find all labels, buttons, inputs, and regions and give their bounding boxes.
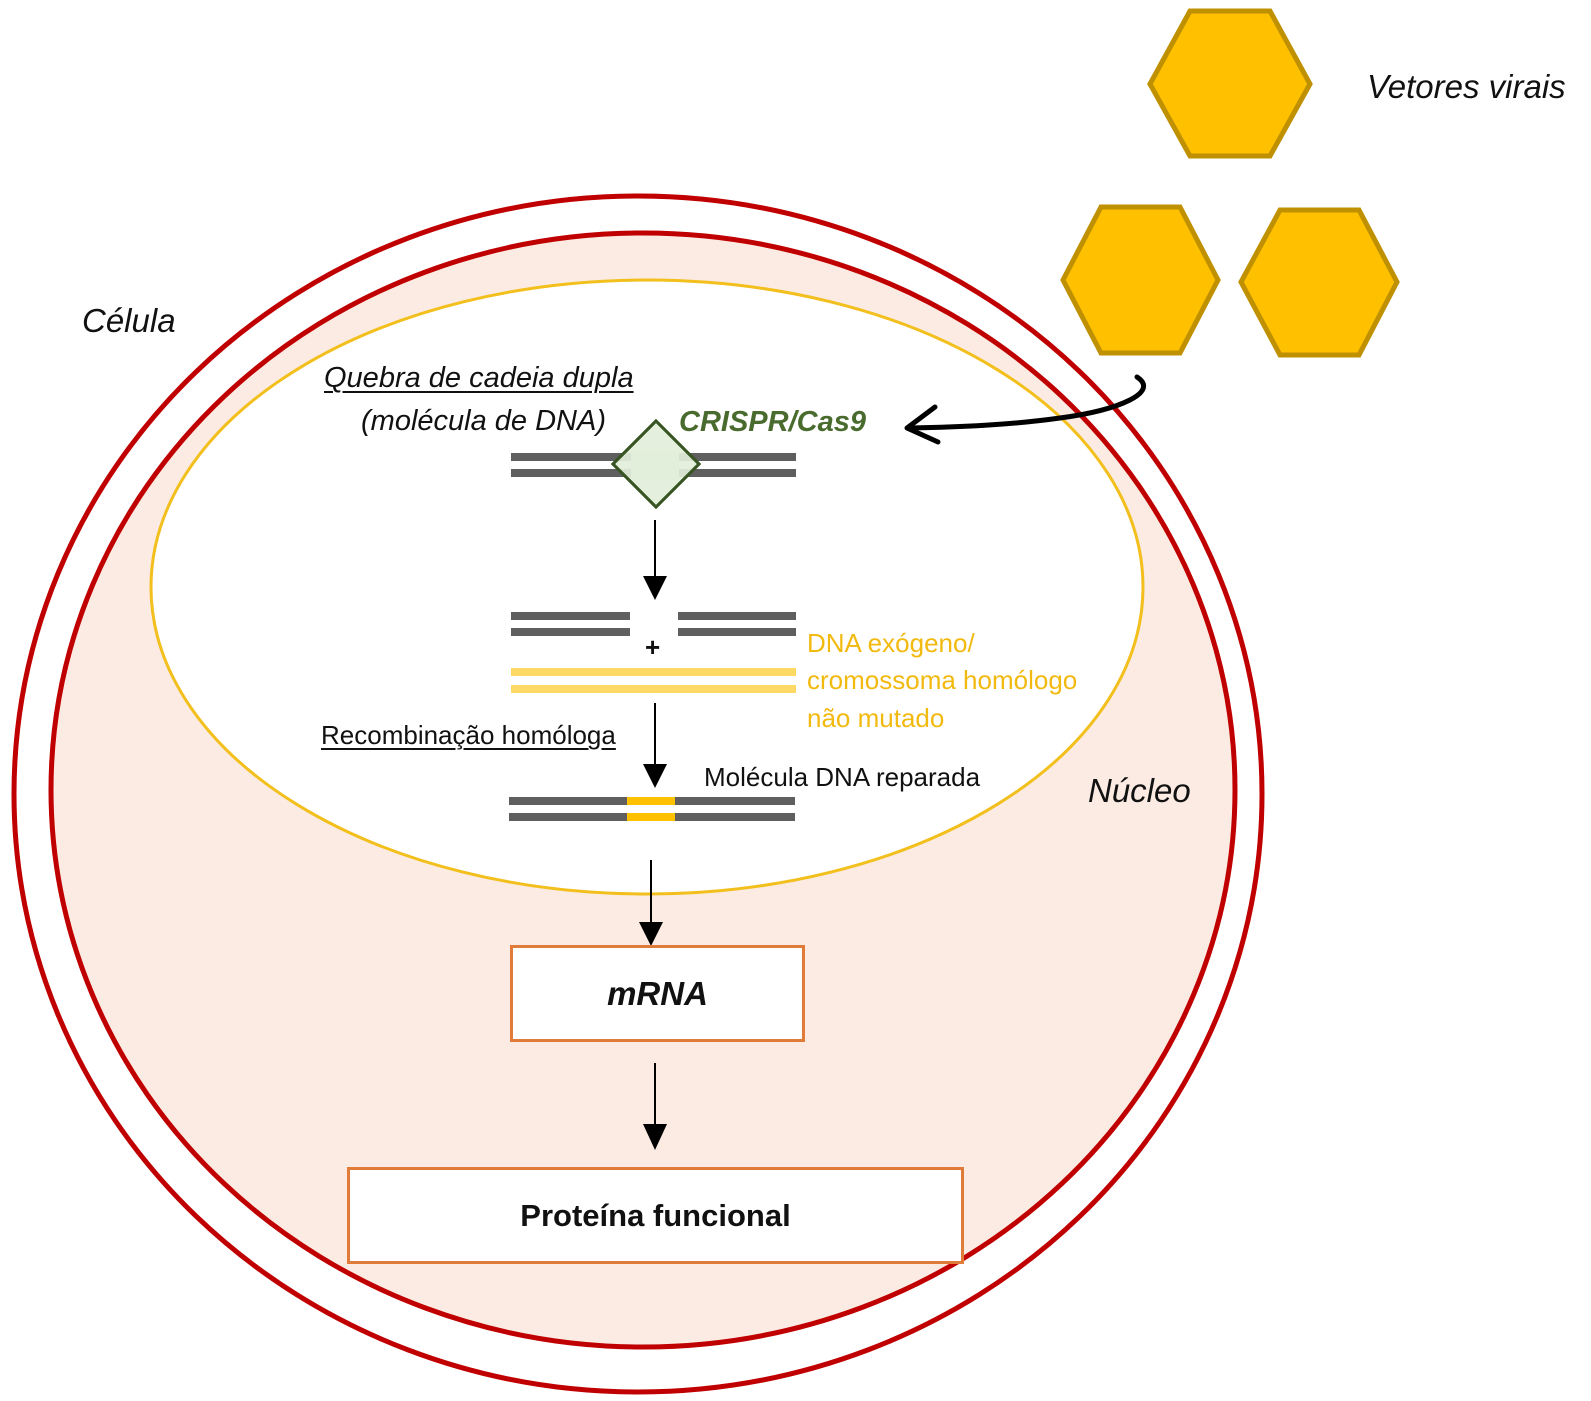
flow-arrowhead-icon bbox=[639, 922, 663, 946]
dna-strand-fragment bbox=[678, 628, 796, 636]
exogenous-dna-label-line3: não mutado bbox=[807, 703, 945, 733]
nucleus-label: Núcleo bbox=[1088, 772, 1191, 809]
dna-strand-fragment bbox=[511, 612, 630, 620]
exogenous-dna-strand bbox=[511, 668, 796, 676]
protein-label: Proteína funcional bbox=[520, 1197, 791, 1233]
protein-box: Proteína funcional bbox=[347, 1167, 964, 1264]
cell-label: Célula bbox=[82, 302, 176, 339]
repair-segment bbox=[627, 813, 675, 821]
homologous-recombination-label: Recombinação homóloga bbox=[321, 720, 616, 750]
dna-break-gap bbox=[631, 450, 679, 480]
plus-sign: + bbox=[645, 632, 661, 662]
flow-arrowhead-icon bbox=[643, 1124, 667, 1150]
exogenous-dna-label-line2: cromossoma homólogo bbox=[807, 665, 1078, 695]
dna-strand-fragment bbox=[678, 612, 796, 620]
viral-vector-hexagon bbox=[1238, 207, 1400, 358]
viral-vector-hexagon bbox=[1060, 204, 1221, 356]
viral-vectors-label: Vetores virais bbox=[1367, 68, 1566, 105]
repair-segment bbox=[627, 797, 675, 805]
delivery-arrow bbox=[907, 374, 1146, 431]
nuclear-membrane bbox=[149, 278, 1145, 896]
flow-arrowhead-icon bbox=[643, 764, 667, 788]
dna-strand-fragment bbox=[511, 628, 630, 636]
crispr-cas9-diamond-outline bbox=[610, 418, 702, 510]
delivery-arrowhead-icon bbox=[904, 404, 941, 445]
repaired-dna-label: Molécula DNA reparada bbox=[704, 762, 981, 792]
exogenous-dna-strand bbox=[511, 685, 796, 693]
crispr-cas9-label: CRISPR/Cas9 bbox=[679, 406, 866, 438]
flow-arrowhead-icon bbox=[643, 576, 667, 600]
mrna-box: mRNA bbox=[510, 945, 805, 1042]
mrna-label: mRNA bbox=[607, 974, 708, 1012]
viral-vector-hexagon bbox=[1147, 8, 1313, 159]
exogenous-dna-label-line1: DNA exógeno/ bbox=[807, 628, 975, 658]
double-strand-break-subtitle: (molécula de DNA) bbox=[361, 405, 606, 437]
double-strand-break-title: Quebra de cadeia dupla bbox=[324, 362, 634, 394]
